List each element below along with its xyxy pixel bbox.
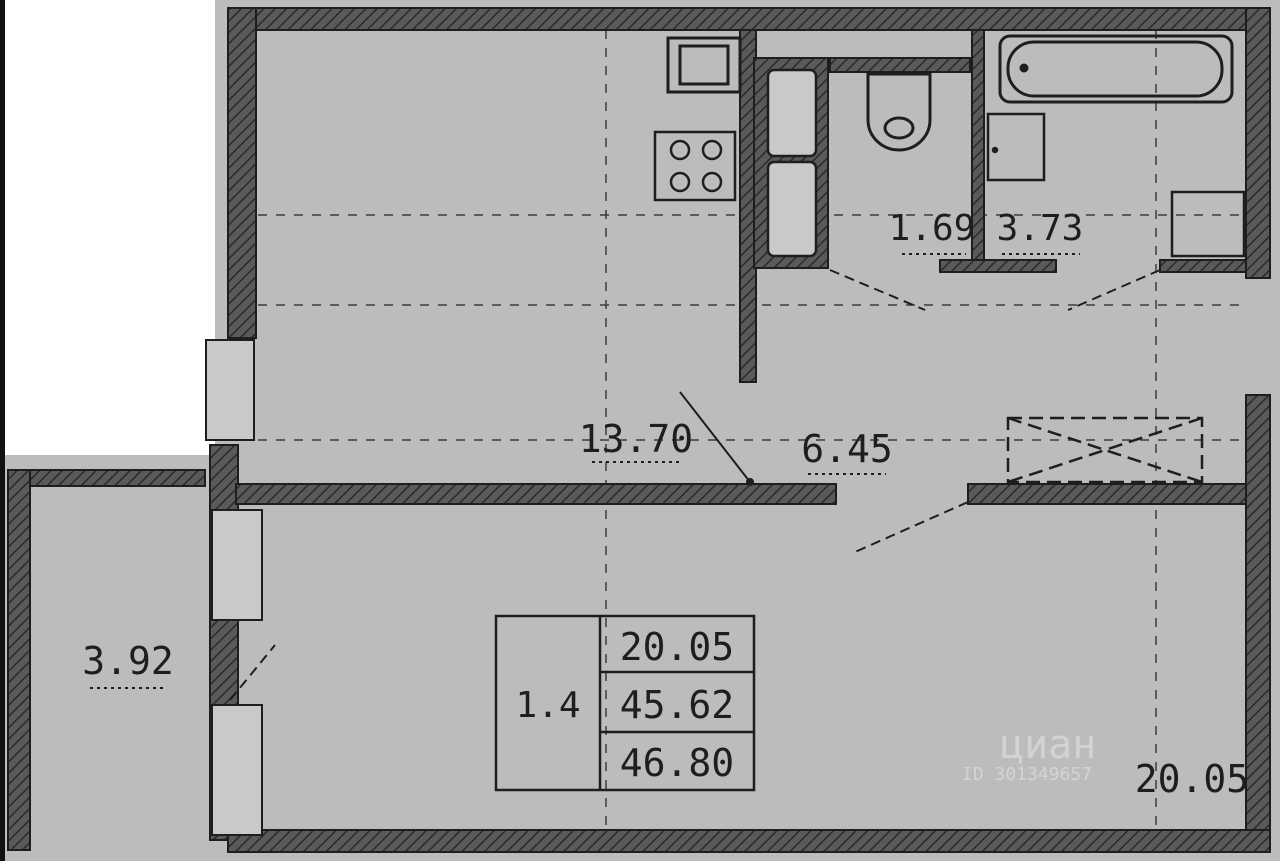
watermark: циан ID 301349657 — [962, 722, 1096, 785]
door-swings — [229, 269, 1161, 701]
rooms-count: 1.4 — [515, 685, 580, 726]
ventilation-shaft — [766, 68, 818, 258]
label-underlines — [90, 253, 1080, 689]
total-with-balcony-value: 46.80 — [620, 741, 734, 785]
living-area-value: 20.05 — [620, 625, 734, 669]
toilet — [866, 72, 932, 152]
washing-machine — [1170, 190, 1246, 258]
wc-area-label: 1.69 — [889, 208, 976, 249]
kitchen-area-label: 13.70 — [579, 417, 693, 461]
room-area-corner-label: 20.05 — [1135, 757, 1249, 801]
bath-area-label: 3.73 — [997, 208, 1084, 249]
bathroom-sink — [986, 112, 1046, 182]
hall-area-label: 6.45 — [801, 427, 893, 471]
outside-area — [5, 0, 215, 455]
summary-table — [494, 614, 756, 792]
bathtub — [998, 34, 1234, 104]
stove — [653, 130, 737, 202]
total-area-value: 45.62 — [620, 683, 734, 727]
door-leaf — [679, 391, 751, 483]
watermark-brand: циан — [1000, 722, 1096, 768]
wardrobe — [1006, 416, 1204, 484]
windows — [205, 339, 263, 836]
kitchen-sink — [666, 36, 742, 94]
balcony-area-label: 3.92 — [82, 639, 174, 683]
watermark-id: ID 301349657 — [962, 764, 1092, 785]
